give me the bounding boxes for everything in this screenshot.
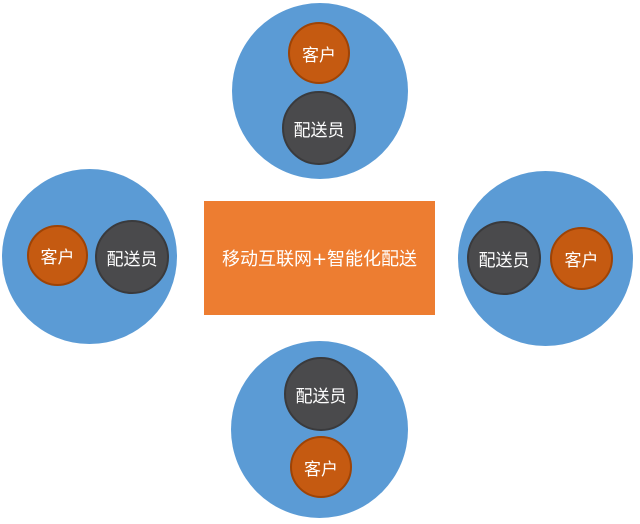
center-concept-label: 移动互联网+智能化配送: [221, 249, 418, 270]
courier-node-right: 配送员: [467, 221, 541, 295]
group-top: 客户 配送员: [232, 3, 408, 179]
customer-node-top: 客户: [288, 22, 350, 84]
group-left: 客户 配送员: [2, 169, 177, 344]
customer-node-bottom: 客户: [290, 436, 352, 498]
customer-node-right: 客户: [550, 227, 613, 290]
courier-node-left: 配送员: [95, 220, 169, 294]
customer-node-left: 客户: [27, 225, 88, 286]
courier-node-bottom: 配送员: [284, 357, 358, 431]
group-bottom: 配送员 客户: [231, 341, 408, 518]
center-concept-box: 移动互联网+智能化配送: [204, 201, 435, 315]
courier-node-top: 配送员: [282, 91, 356, 165]
group-right: 配送员 客户: [458, 171, 633, 346]
